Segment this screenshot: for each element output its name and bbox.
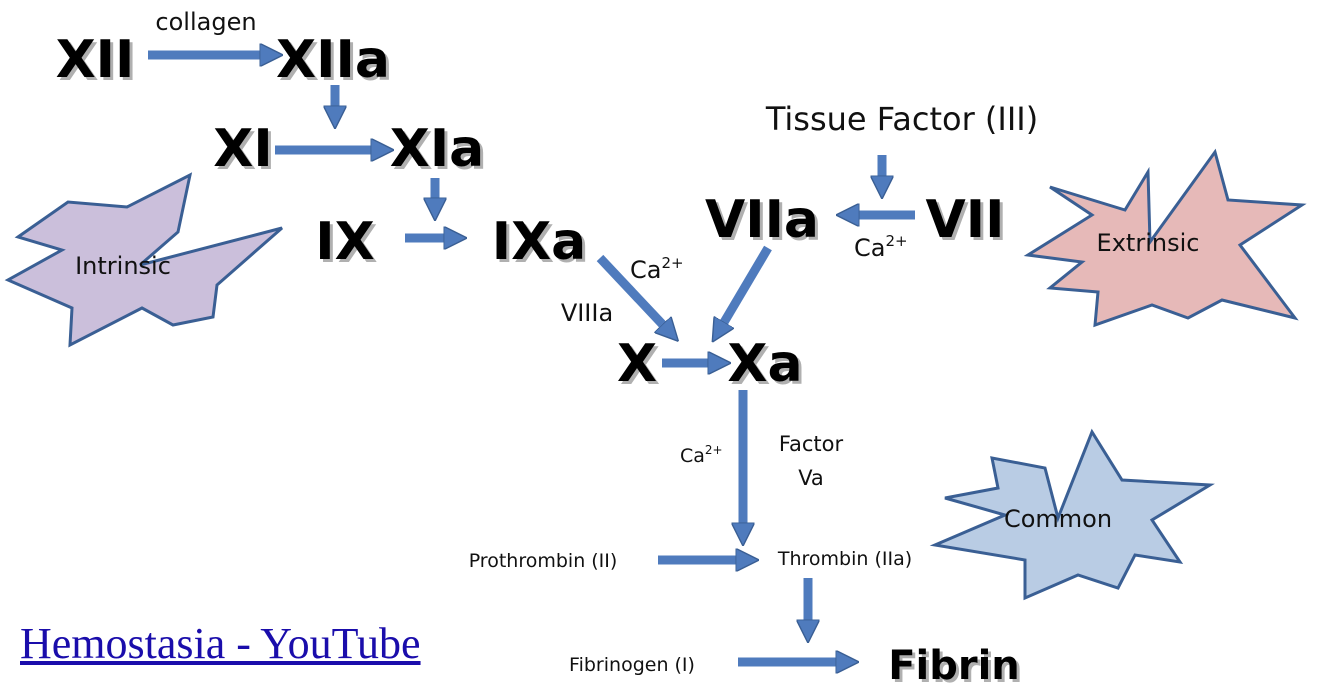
collagen-label: collagen [155, 8, 256, 36]
factor-label: Factor [779, 432, 844, 456]
factor-ix-shadow: IX [318, 215, 377, 275]
factor-xiia: XIIa XIIa [276, 30, 393, 93]
factor-vii: VII VII [926, 190, 1008, 253]
fibrin: Fibrin Fibrin [888, 643, 1023, 692]
prothrombin-label: Prothrombin (II) [469, 550, 618, 572]
factor-xi: XI XI [213, 119, 275, 182]
factor-xia: XIa XIa [390, 119, 488, 182]
factor-x-label: X [617, 334, 657, 394]
calcium-charge: 2+ [661, 254, 683, 272]
intrinsic-label: Intrinsic [75, 252, 171, 280]
calcium-symbol: Ca [630, 256, 661, 284]
intrinsic-starburst-shape [4, 172, 283, 348]
factor-xi-label: XI [213, 119, 272, 179]
arrow-viia-to-x [723, 245, 772, 324]
factor-xa: Xa Xa [727, 334, 805, 397]
extrinsic-starburst-shape [1023, 148, 1307, 328]
factor-ix-label: IX [315, 212, 374, 272]
factor-ixa: IXa IXa [492, 212, 590, 275]
factor-x: X X [617, 334, 660, 397]
calcium-symbol: Ca [854, 234, 885, 262]
factor-xia-shadow: XIa [393, 122, 488, 182]
factor-xii-shadow: XII [59, 33, 138, 93]
viiia-label: VIIIa [561, 299, 613, 327]
intrinsic-starburst: Intrinsic [4, 172, 283, 348]
factor-ix: IX IX [315, 212, 377, 275]
factor-xia-label: XIa [390, 119, 485, 179]
calcium-symbol: Ca [680, 445, 705, 467]
factor-x-shadow: X [620, 337, 660, 397]
source-link[interactable]: Hemostasia - YouTube [20, 619, 421, 668]
arrow-ixa-to-x [596, 254, 664, 326]
factor-xa-shadow: Xa [730, 337, 805, 397]
common-label: Common [1004, 505, 1112, 533]
common-starburst-shape [929, 428, 1215, 601]
fibrin-shadow: Fibrin [891, 646, 1023, 692]
factor-xa-label: Xa [727, 334, 802, 394]
calcium-label-ixa: Ca2+ [630, 254, 684, 284]
factor-viia-label: VIIa [705, 190, 819, 250]
factor-xiia-shadow: XIIa [279, 33, 393, 93]
factor-viia-shadow: VIIa [708, 193, 822, 253]
common-starburst: Common [929, 428, 1215, 601]
factor-viia: VIIa VIIa [705, 190, 822, 253]
factor-xiia-label: XIIa [276, 30, 390, 90]
calcium-charge: 2+ [885, 232, 907, 250]
factor-ixa-shadow: IXa [495, 215, 590, 275]
fibrin-label: Fibrin [888, 643, 1020, 689]
factor-xi-shadow: XI [216, 122, 275, 182]
extrinsic-starburst: Extrinsic [1023, 148, 1307, 328]
va-label: Va [798, 466, 824, 490]
tissue-factor-label: Tissue Factor (III) [765, 100, 1038, 138]
factor-ixa-label: IXa [492, 212, 587, 272]
thrombin-label: Thrombin (IIa) [777, 548, 912, 570]
factor-xii: XII XII [56, 30, 138, 93]
factor-vii-shadow: VII [929, 193, 1008, 253]
factor-vii-label: VII [926, 190, 1005, 250]
calcium-label-xa: Ca2+ [680, 443, 723, 467]
extrinsic-label: Extrinsic [1097, 229, 1200, 257]
factor-xii-label: XII [56, 30, 135, 90]
arrows [148, 55, 915, 662]
calcium-label-vii: Ca2+ [854, 232, 908, 262]
fibrinogen-label: Fibrinogen (I) [569, 654, 695, 676]
calcium-charge: 2+ [705, 443, 723, 457]
